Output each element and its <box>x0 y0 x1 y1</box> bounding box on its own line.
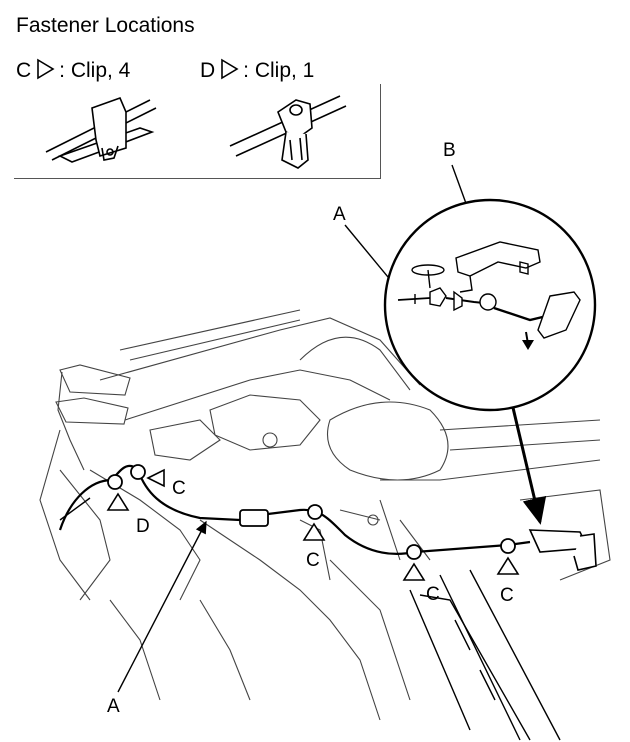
arrow-detail-to-cable <box>508 394 547 525</box>
arrow-a-lower <box>117 520 207 693</box>
legend-text: : Clip, 4 <box>59 59 131 82</box>
triangle-marker-icon <box>221 58 239 80</box>
triangle-marker-icon <box>496 556 520 575</box>
callout-d: D <box>136 516 150 537</box>
clip-points <box>107 464 516 560</box>
triangle-marker-icon <box>37 58 55 80</box>
clip-d-illustration <box>229 95 347 169</box>
clip-point-c3 <box>406 544 422 560</box>
clip-point-c1 <box>130 464 146 480</box>
detail-view <box>383 198 597 412</box>
callout-a-upper: A <box>333 204 346 225</box>
vehicle-body-panels <box>39 309 611 721</box>
triangle-marker-icon <box>302 522 326 541</box>
clip-c-illustration <box>45 96 157 163</box>
clip-point-d <box>107 474 123 490</box>
clip-point-c4 <box>500 538 516 554</box>
callout-c-4: C <box>500 585 514 606</box>
floor-rail <box>409 569 561 741</box>
down-arrow-icon <box>522 340 534 350</box>
callout-c-1: C <box>172 478 186 499</box>
legend-clip-d: D : Clip, 1 <box>200 58 314 83</box>
callout-a-lower: A <box>107 696 120 717</box>
legend-clip-c: C : Clip, 4 <box>16 58 130 83</box>
triangle-marker-icon <box>146 468 165 488</box>
legend-letter: D <box>200 59 216 82</box>
legend-frame <box>14 84 381 179</box>
triangle-marker-icon <box>402 562 426 581</box>
clip-point-c2 <box>307 504 323 520</box>
diagram-title: Fastener Locations <box>16 14 195 37</box>
callout-c-2: C <box>306 550 320 571</box>
triangle-marker-icon <box>106 492 130 511</box>
legend-letter: C <box>16 59 32 82</box>
clip-markers <box>106 468 520 581</box>
callout-b: B <box>443 140 456 161</box>
legend-text: : Clip, 1 <box>243 59 315 82</box>
callout-c-3: C <box>426 584 440 605</box>
